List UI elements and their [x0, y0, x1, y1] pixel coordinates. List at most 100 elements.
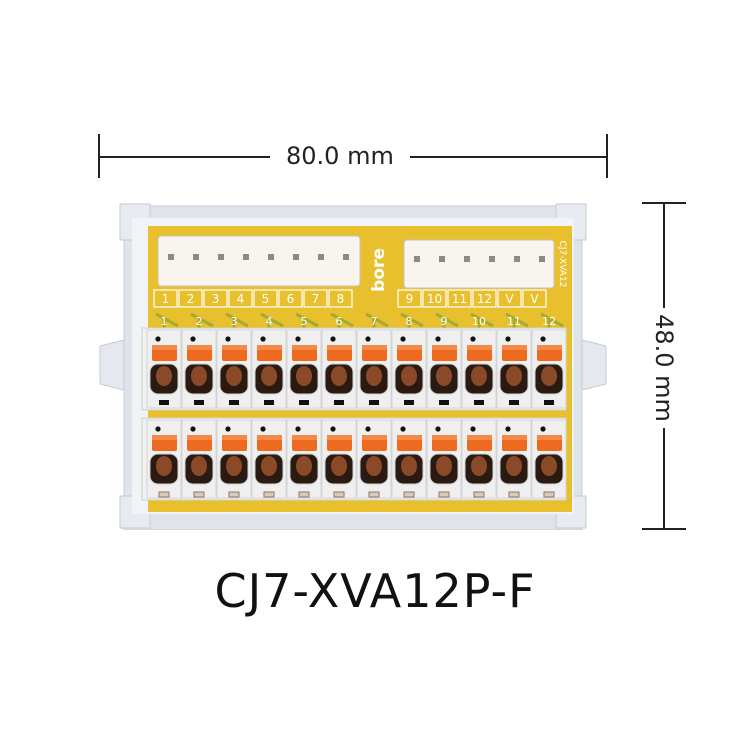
test-hole: [260, 336, 266, 342]
pin-label-box: [153, 289, 178, 308]
terminal-blocks: [146, 329, 567, 499]
header-pin: [218, 254, 224, 260]
test-hole: [470, 336, 476, 342]
header-connector-left: [157, 235, 361, 287]
header-connector-right: [403, 239, 555, 289]
marker-slot: [509, 400, 519, 405]
pcb-trace: [470, 312, 494, 328]
lever-highlight: [537, 345, 562, 350]
pcb-trace: [155, 312, 179, 328]
test-hole: [365, 426, 371, 432]
header-pin: [439, 256, 445, 262]
header-pin: [318, 254, 324, 260]
marker-slot: [508, 491, 520, 498]
header-pin: [268, 254, 274, 260]
lever-highlight: [502, 435, 527, 440]
wire-entry-contact: [226, 456, 242, 476]
terminal-number: 9: [441, 315, 448, 328]
terminal-block: [426, 329, 462, 409]
wire-entry-contact: [366, 366, 382, 386]
wire-entry-contact: [261, 366, 277, 386]
terminal-block: [391, 419, 427, 499]
pin-label-box: [447, 289, 472, 308]
wire-entry-contact: [506, 366, 522, 386]
wire-entry-contact: [191, 366, 207, 386]
pcb-trace: [540, 312, 564, 328]
terminal-block: [286, 329, 322, 409]
pcb-trace: [330, 312, 354, 328]
test-hole: [225, 336, 231, 342]
header-pin: [168, 254, 174, 260]
test-hole: [435, 426, 441, 432]
marker-slot: [474, 400, 484, 405]
height-dimension-label: 48.0 mm: [648, 308, 680, 428]
pcb-trace: [225, 312, 249, 328]
test-hole: [435, 336, 441, 342]
height-dimension: 48.0 mm: [634, 202, 694, 530]
test-hole: [295, 336, 301, 342]
test-hole: [190, 336, 196, 342]
lever-highlight: [257, 345, 282, 350]
lever-highlight: [152, 345, 177, 350]
marker-slot: [228, 491, 240, 498]
test-hole: [260, 426, 266, 432]
wire-entry-contact: [541, 456, 557, 476]
marker-slot: [438, 491, 450, 498]
test-hole: [365, 336, 371, 342]
terminal-block: [216, 419, 252, 499]
pin-label: 10: [427, 292, 442, 306]
wire-entry-contact: [366, 456, 382, 476]
pin-label-box: [328, 289, 353, 308]
lever-highlight: [187, 435, 212, 440]
wire-entry-contact: [156, 456, 172, 476]
test-hole: [540, 336, 546, 342]
marker-slot: [264, 400, 274, 405]
terminal-block: [216, 329, 252, 409]
pcb-trace: [365, 312, 389, 328]
pcb-trace: [435, 312, 459, 328]
terminal-number: 6: [336, 315, 343, 328]
wire-entry-contact: [401, 456, 417, 476]
pin-label: 8: [337, 292, 345, 306]
pin-label: 6: [287, 292, 295, 306]
lever-highlight: [467, 345, 492, 350]
header-pin: [489, 256, 495, 262]
wire-entry-contact: [331, 366, 347, 386]
carrier-tab-right: [581, 339, 607, 391]
pin-label-box: [278, 289, 303, 308]
pcb-trace: [295, 312, 319, 328]
test-hole: [155, 336, 161, 342]
wire-entry-contact: [506, 456, 522, 476]
terminal-number: 12: [542, 315, 556, 328]
lever-highlight: [537, 435, 562, 440]
test-hole: [225, 426, 231, 432]
marker-slot: [298, 491, 310, 498]
marker-slot: [158, 491, 170, 498]
terminal-block: [461, 329, 497, 409]
wire-entry-contact: [156, 366, 172, 386]
terminal-block: [251, 419, 287, 499]
terminal-block: [426, 419, 462, 499]
terminal-block: [321, 329, 357, 409]
pin-label: 4: [237, 292, 245, 306]
lever-highlight: [152, 435, 177, 440]
terminal-number: 2: [196, 315, 203, 328]
test-hole: [295, 426, 301, 432]
lever-highlight: [362, 435, 387, 440]
pin-label-box: [522, 289, 547, 308]
terminal-block: [181, 329, 217, 409]
lever-highlight: [222, 435, 247, 440]
test-hole: [190, 426, 196, 432]
terminal-block: [461, 419, 497, 499]
terminal-block: [531, 329, 567, 409]
terminal-number: 11: [507, 315, 521, 328]
brand-logo: bore: [369, 248, 389, 292]
marker-slot: [543, 491, 555, 498]
lever-highlight: [397, 345, 422, 350]
pin-label-box: [303, 289, 328, 308]
header-pins: [168, 254, 545, 262]
pin-label: 1: [162, 292, 170, 306]
wire-entry-contact: [226, 366, 242, 386]
marker-slot: [369, 400, 379, 405]
